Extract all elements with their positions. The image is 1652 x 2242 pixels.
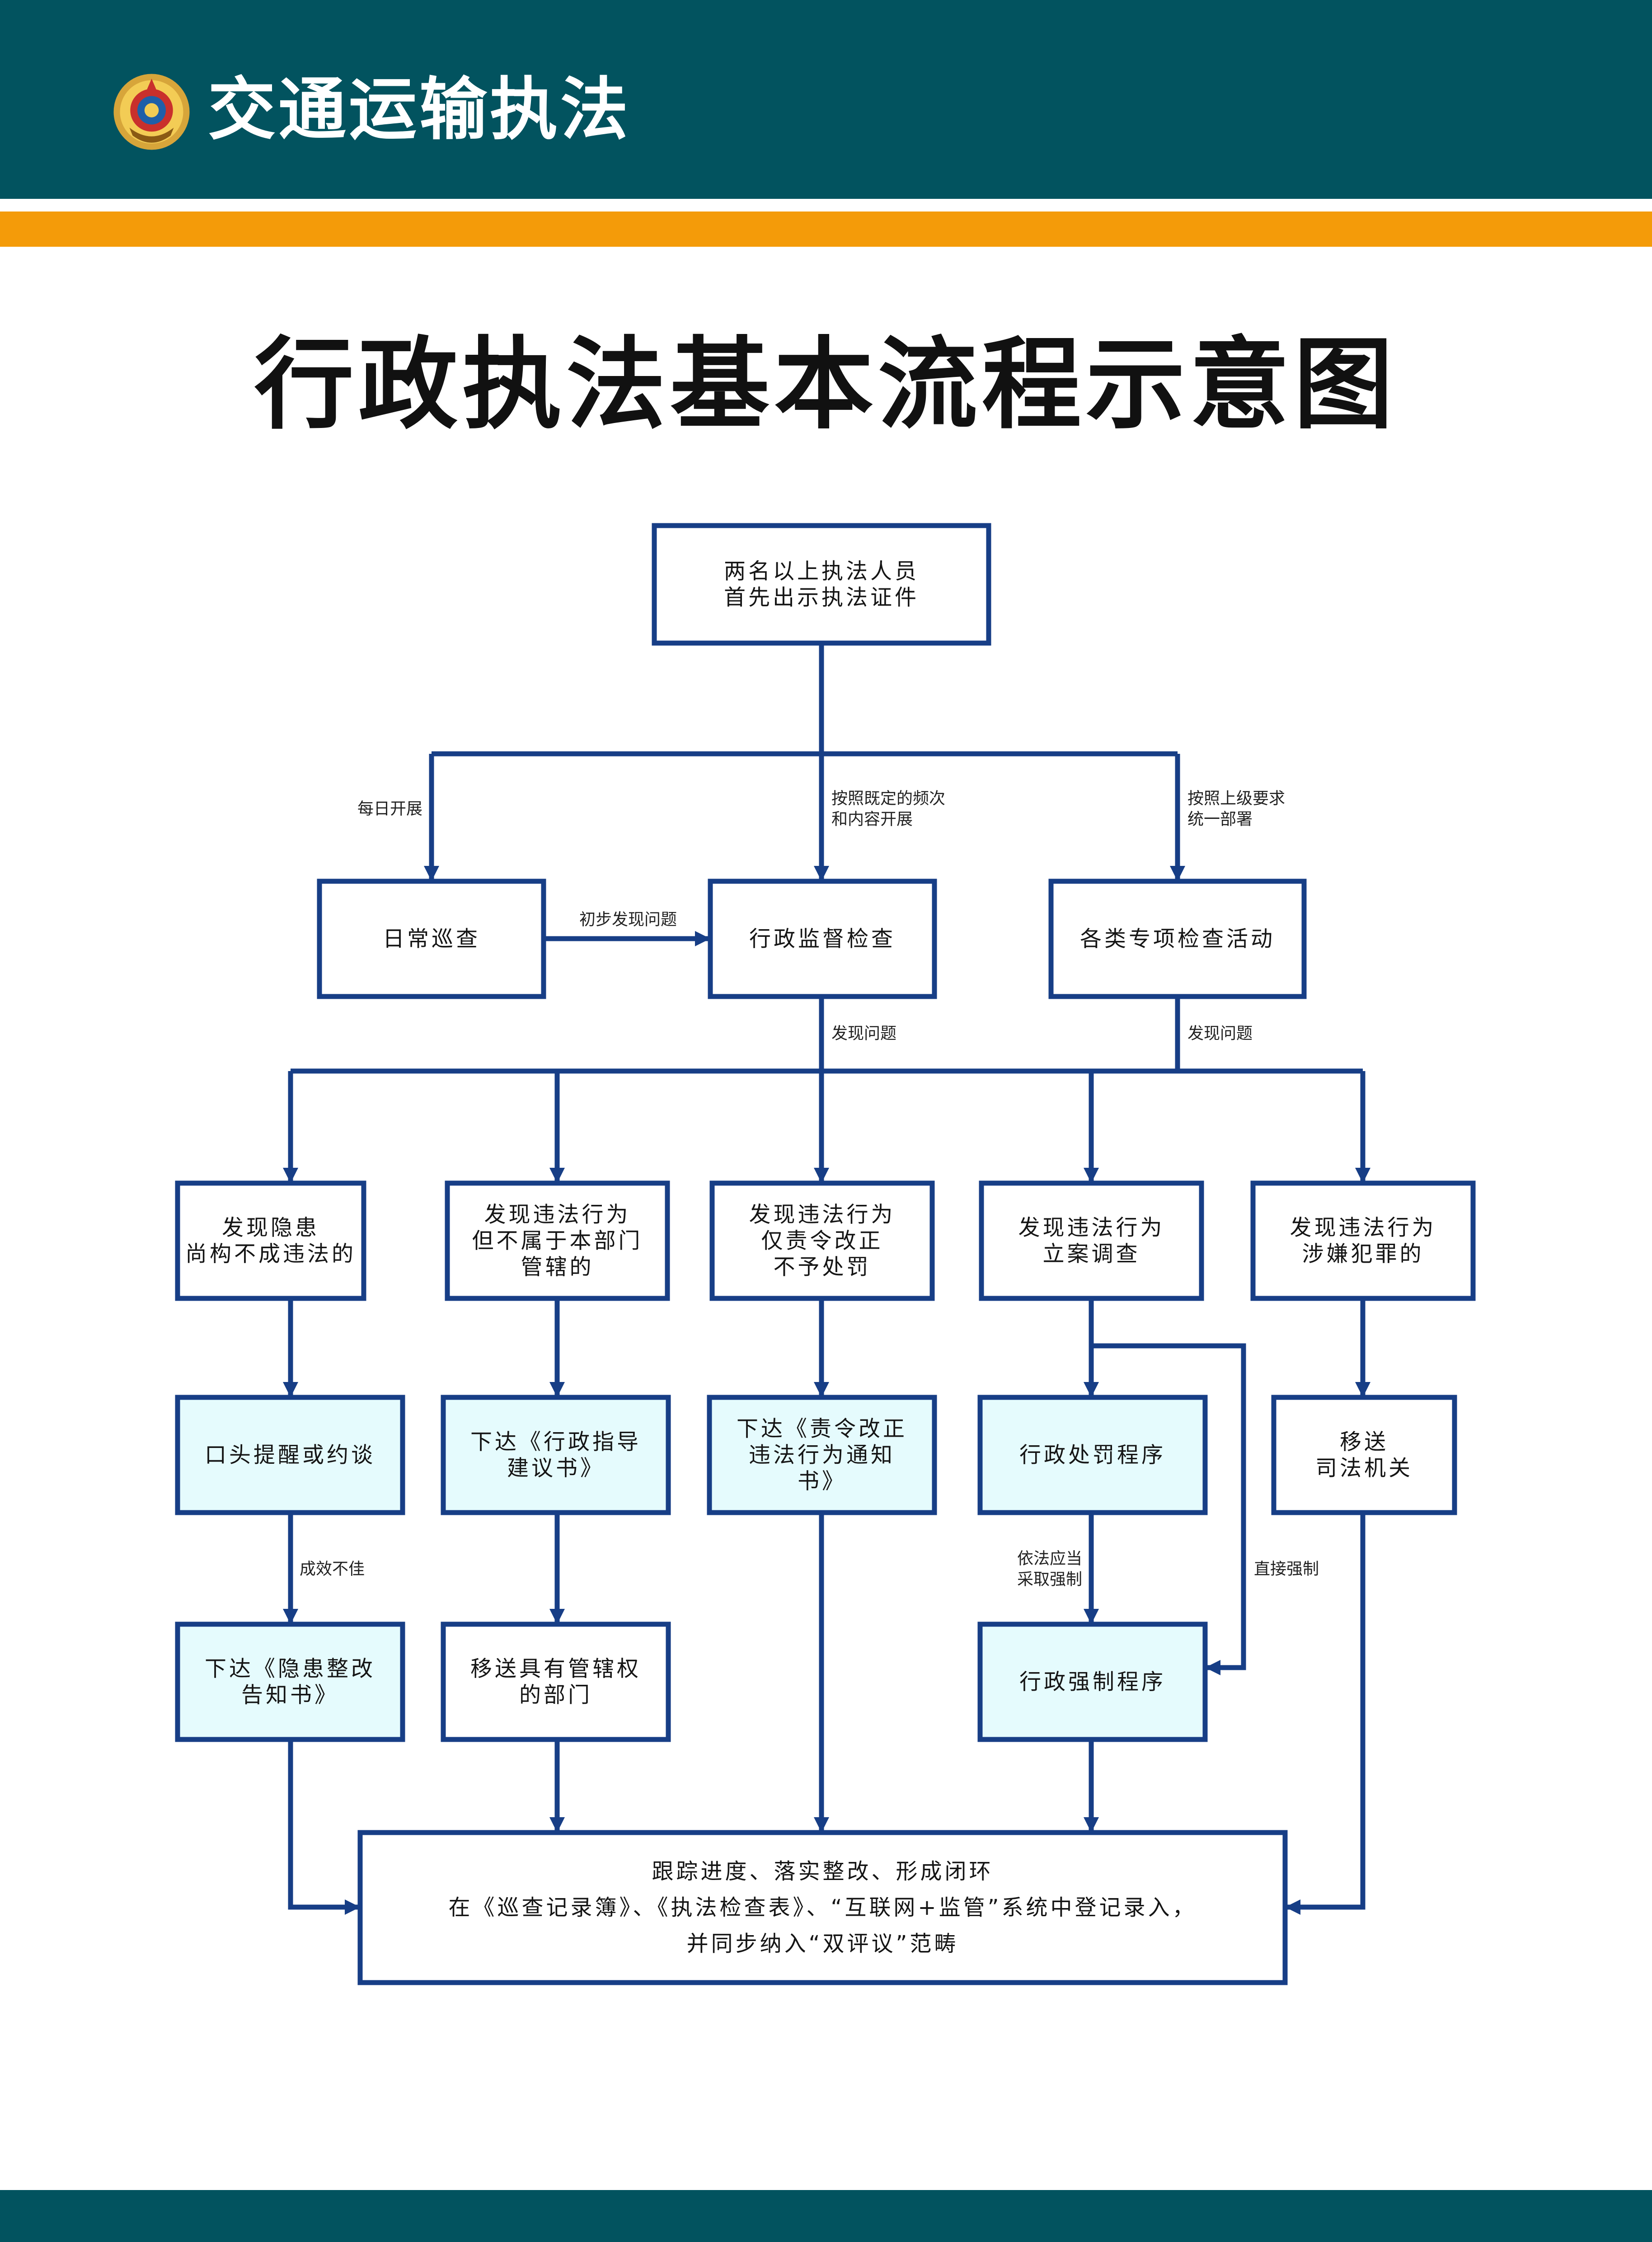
- node-text: 涉嫌犯罪的: [1302, 1241, 1424, 1267]
- node-text: 违法行为通知: [749, 1443, 895, 1468]
- node-text: 发现违法行为: [484, 1202, 630, 1227]
- node-text: 立案调查: [1042, 1241, 1140, 1267]
- node-text: 发现违法行为: [1018, 1215, 1164, 1241]
- node-text: 在《巡查记录簿》、《执法检查表》、“互联网+监管”系统中登记录入，: [449, 1895, 1197, 1920]
- node-text: 发现隐患: [222, 1215, 319, 1241]
- node-box: [708, 879, 937, 999]
- edge-label-lawful: 依法应当: [1017, 1550, 1082, 1568]
- node-text: 日常巡查: [383, 926, 480, 952]
- edge-label-freq: 按照既定的频次: [831, 790, 945, 808]
- node-text: 首先出示执法证件: [724, 585, 919, 610]
- node-text: 行政监督检查: [749, 926, 896, 952]
- node-text: 建议书》: [507, 1456, 605, 1481]
- node-box: [1048, 879, 1307, 999]
- edge-label-superior: 统一部署: [1187, 810, 1253, 829]
- node-text: 移送: [1340, 1429, 1389, 1455]
- edge-label-daily: 每日开展: [357, 800, 422, 818]
- node-text: 发现违法行为: [1290, 1215, 1436, 1241]
- node-supervise: 行政监督检查: [708, 879, 937, 999]
- node-box: [977, 1395, 1208, 1515]
- node-text: 发现违法行为: [749, 1202, 895, 1227]
- node-box: [445, 1180, 670, 1301]
- arrow-b1-to-final: [288, 1739, 360, 1915]
- edge-label-initial: 初步发现问题: [579, 911, 677, 929]
- node-text: 告知书》: [241, 1683, 339, 1708]
- node-box: [979, 1180, 1204, 1301]
- node-text: 跟踪进度、落实整改、形成闭环: [652, 1859, 993, 1884]
- edge-label-found2: 发现问题: [1187, 1025, 1253, 1043]
- node-text: 移送具有管辖权: [470, 1656, 641, 1682]
- node-b4: 行政强制程序: [977, 1622, 1208, 1742]
- node-box: [175, 1180, 366, 1301]
- node-a1: 口头提醒或约谈: [175, 1395, 405, 1515]
- node-final: 跟踪进度、落实整改、形成闭环在《巡查记录簿》、《执法检查表》、“互联网+监管”系…: [357, 1830, 1288, 1985]
- node-box: [175, 1622, 405, 1742]
- node-box: [441, 1395, 671, 1515]
- node-text: 下达《隐患整改: [205, 1656, 375, 1682]
- node-box: [1271, 1395, 1457, 1515]
- edge-label-freq: 和内容开展: [831, 810, 913, 829]
- police-emblem-icon: [113, 74, 190, 150]
- node-text: 口头提醒或约谈: [205, 1443, 375, 1468]
- node-daily: 日常巡查: [317, 879, 546, 999]
- node-text: 下达《行政指导: [470, 1429, 641, 1455]
- node-box: [1250, 1180, 1476, 1301]
- arrow-a5-to-final: [1285, 1513, 1366, 1915]
- node-text: 各类专项检查活动: [1080, 926, 1275, 952]
- edge-label-lawful: 采取强制: [1017, 1570, 1082, 1589]
- edge-label-ineffective: 成效不佳: [300, 1560, 365, 1579]
- node-text: 并同步纳入“双评议”范畴: [687, 1931, 959, 1956]
- node-text: 行政处罚程序: [1019, 1443, 1166, 1468]
- node-special: 各类专项检查活动: [1048, 879, 1307, 999]
- node-text: 的部门: [519, 1683, 592, 1708]
- arrow-direct-enforce: [1091, 1343, 1246, 1675]
- edge-label-superior: 按照上级要求: [1187, 790, 1285, 808]
- edge-label-direct: 直接强制: [1254, 1560, 1319, 1579]
- node-box: [652, 523, 991, 646]
- footer-bar: [0, 2190, 1652, 2242]
- node-box: [357, 1830, 1288, 1985]
- node-box: [709, 1180, 935, 1301]
- accent-stripe: [0, 212, 1652, 247]
- node-text: 尚构不成违法的: [185, 1241, 356, 1267]
- header-title: 交通运输执法: [208, 71, 631, 149]
- node-text: 仅责令改正: [761, 1228, 883, 1254]
- node-box: [175, 1395, 405, 1515]
- node-text: 不予处罚: [773, 1255, 871, 1280]
- node-text: 管辖的: [521, 1255, 594, 1280]
- node-a4: 行政处罚程序: [977, 1395, 1208, 1515]
- node-box: [317, 879, 546, 999]
- node-text: 司法机关: [1315, 1456, 1413, 1481]
- node-text: 但不属于本部门: [472, 1228, 643, 1254]
- node-box: [441, 1622, 671, 1742]
- node-text: 下达《责令改正: [737, 1416, 907, 1442]
- node-text: 书》: [798, 1469, 846, 1494]
- node-text: 行政强制程序: [1019, 1669, 1166, 1695]
- diagram-title: 行政执法基本流程示意图: [254, 325, 1398, 442]
- node-text: 两名以上执法人员: [724, 559, 919, 584]
- edge-label-found1: 发现问题: [831, 1025, 896, 1043]
- node-box: [977, 1622, 1208, 1742]
- header-bar: [0, 0, 1652, 199]
- node-box: [707, 1395, 937, 1515]
